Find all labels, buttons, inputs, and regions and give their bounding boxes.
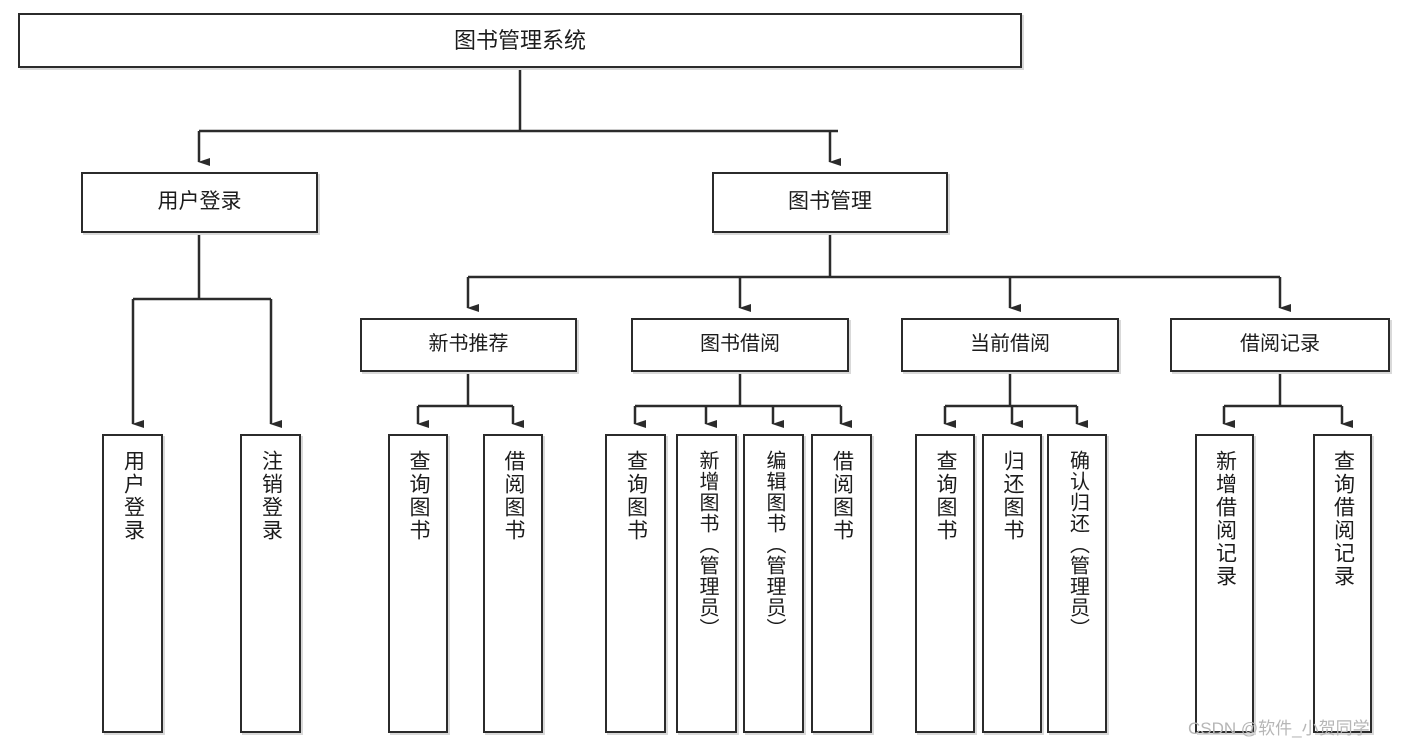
node-leaf-return-book-label: 归还图书 [1001,450,1025,542]
node-leaf-confirm-return[interactable]: 确认归还（管理员） [1047,434,1107,733]
node-borrow-record[interactable]: 借阅记录 [1170,318,1390,372]
node-leaf-edit-book-label: 编辑图书（管理员） [763,450,785,639]
node-leaf-query-book-1[interactable]: 查询图书 [388,434,448,733]
watermark: CSDN @软件_小贺同学 [1188,719,1370,738]
node-leaf-confirm-return-label: 确认归还（管理员） [1066,450,1089,639]
node-leaf-borrow-book-2-label: 借阅图书 [830,450,854,542]
node-book-borrow-label: 图书借阅 [700,333,780,356]
node-leaf-return-book[interactable]: 归还图书 [982,434,1042,733]
node-leaf-query-book-3-label: 查询图书 [934,450,958,542]
node-leaf-user-login-label: 用户登录 [121,450,145,542]
node-leaf-borrow-book-2[interactable]: 借阅图书 [811,434,872,733]
node-current-borrow-label: 当前借阅 [970,333,1050,356]
node-root[interactable]: 图书管理系统 [18,13,1022,68]
node-leaf-add-record[interactable]: 新增借阅记录 [1195,434,1254,733]
node-leaf-query-book-2-label: 查询图书 [624,450,648,542]
node-leaf-query-book-1-label: 查询图书 [407,450,431,542]
node-user-login[interactable]: 用户登录 [81,172,318,233]
node-leaf-user-login[interactable]: 用户登录 [102,434,163,733]
node-leaf-query-record-label: 查询借阅记录 [1331,450,1355,588]
node-leaf-add-book[interactable]: 新增图书（管理员） [676,434,737,733]
node-leaf-user-logout[interactable]: 注销登录 [240,434,301,733]
node-book-manage-label: 图书管理 [788,190,872,214]
node-new-book-rec-label: 新书推荐 [428,333,509,356]
node-leaf-add-book-label: 新增图书（管理员） [696,450,718,639]
node-leaf-query-book-2[interactable]: 查询图书 [605,434,666,733]
node-user-login-label: 用户登录 [157,190,242,214]
node-leaf-user-logout-label: 注销登录 [259,450,283,542]
node-book-manage[interactable]: 图书管理 [712,172,948,233]
node-leaf-borrow-book-1[interactable]: 借阅图书 [483,434,543,733]
node-current-borrow[interactable]: 当前借阅 [901,318,1119,372]
node-borrow-record-label: 借阅记录 [1240,333,1320,356]
node-book-borrow[interactable]: 图书借阅 [631,318,849,372]
node-leaf-query-record[interactable]: 查询借阅记录 [1313,434,1372,733]
node-leaf-query-book-3[interactable]: 查询图书 [915,434,975,733]
node-leaf-add-record-label: 新增借阅记录 [1213,450,1237,588]
node-leaf-borrow-book-1-label: 借阅图书 [502,450,526,542]
node-new-book-rec[interactable]: 新书推荐 [360,318,577,372]
node-leaf-edit-book[interactable]: 编辑图书（管理员） [743,434,804,733]
node-root-label: 图书管理系统 [453,27,586,53]
